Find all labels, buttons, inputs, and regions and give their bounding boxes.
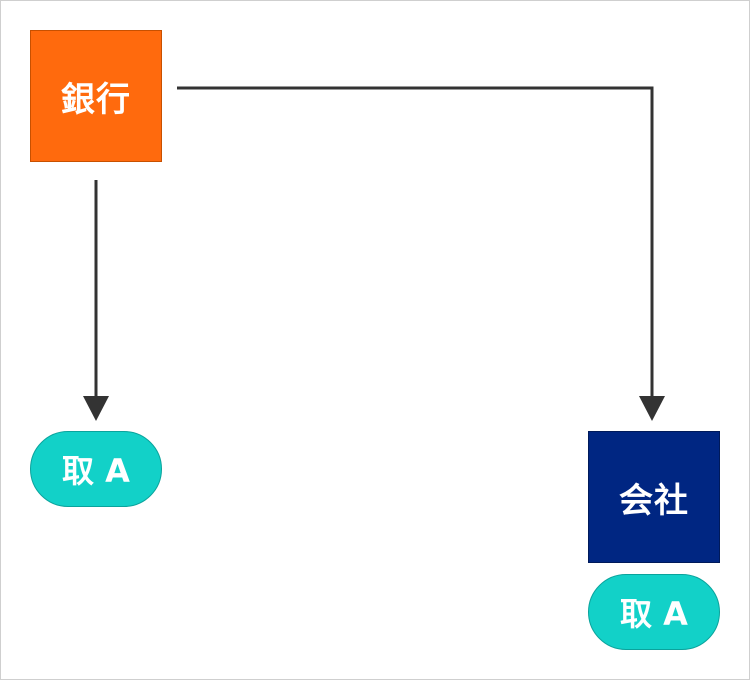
- company-node[interactable]: 会社: [588, 431, 720, 563]
- tag-left-label: 取 A: [62, 452, 130, 490]
- company-label: 会社: [619, 480, 689, 521]
- arrowhead-company: [639, 396, 665, 421]
- bank-node[interactable]: 銀行: [30, 30, 162, 162]
- tag-right-node[interactable]: 取 A: [588, 574, 720, 650]
- bank-label: 銀行: [61, 79, 131, 120]
- edge-bank-to-company: [177, 86, 654, 398]
- tag-right-label: 取 A: [620, 595, 688, 633]
- arrowhead-tag-left: [83, 396, 109, 421]
- tag-left-node[interactable]: 取 A: [30, 431, 162, 507]
